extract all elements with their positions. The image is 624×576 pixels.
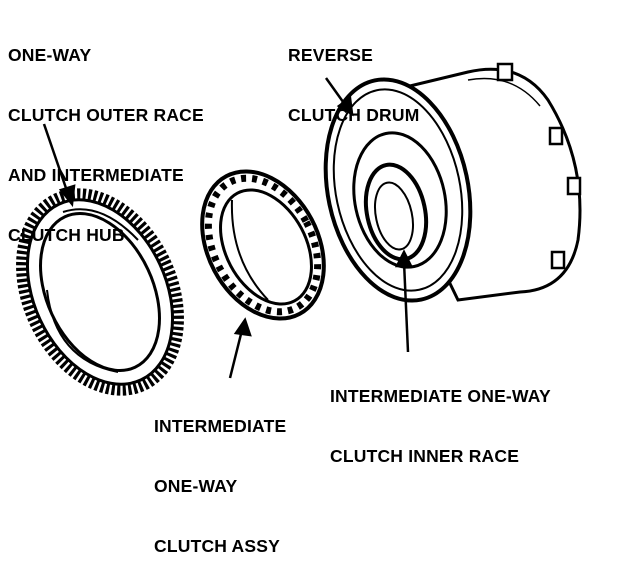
clutch-assy-arrowhead: [233, 317, 252, 337]
outer-race-outer-edge: [25, 198, 175, 386]
drum-spline-tab-3: [566, 176, 582, 196]
label-reverse-clutch-drum: REVERSE CLUTCH DRUM: [288, 5, 420, 145]
drum-spline-tab-4: [550, 250, 566, 270]
label-inner-race: INTERMEDIATE ONE-WAY CLUTCH INNER RACE: [330, 346, 551, 486]
label-line: CLUTCH INNER RACE: [330, 446, 520, 466]
drum-surface-line: [467, 77, 541, 107]
inner-race-leader: [402, 261, 410, 353]
reverse-clutch-drum-part: [323, 62, 582, 303]
outer-race-leader: [42, 123, 70, 195]
one-way-clutch-assy-part: [200, 169, 326, 321]
leader-arrows: [42, 77, 414, 379]
reverse-drum-arrowhead: [336, 95, 354, 117]
clutch-assy-leader: [228, 329, 244, 379]
drum-front-rim: [332, 88, 464, 292]
drum-inner-race-bore: [374, 181, 414, 251]
label-line: ONE-WAY: [154, 476, 238, 496]
label-line: AND INTERMEDIATE: [8, 165, 184, 185]
label-line: REVERSE: [288, 45, 374, 65]
label-line: CLUTCH OUTER RACE: [8, 105, 204, 125]
label-outer-race-hub: ONE-WAY CLUTCH OUTER RACE AND INTERMEDIA…: [8, 5, 204, 265]
drum-spline-tab-2: [548, 126, 564, 146]
clutch-assy-sprag-band: [204, 174, 322, 316]
label-line: CLUTCH HUB: [8, 225, 125, 245]
outer-race-depth-shading: [62, 208, 139, 241]
label-line: INTERMEDIATE ONE-WAY: [330, 386, 551, 406]
exploded-parts-diagram: [16, 62, 582, 396]
outer-race-arrowhead: [58, 184, 76, 208]
outer-race-inner-lip: [46, 289, 119, 373]
label-clutch-assy: INTERMEDIATE ONE-WAY CLUTCH ASSY: [154, 376, 286, 576]
reverse-drum-leader: [324, 77, 348, 107]
label-line: INTERMEDIATE: [154, 416, 287, 436]
outer-race-hub-part: [16, 188, 184, 396]
clutch-assy-inner-edge: [219, 188, 313, 306]
drum-spline-tab-1: [496, 62, 514, 82]
inner-race-arrowhead: [394, 249, 414, 268]
label-line: CLUTCH ASSY: [154, 536, 280, 556]
label-line: ONE-WAY: [8, 45, 92, 65]
outer-race-teeth-ring: [16, 188, 184, 396]
label-line: CLUTCH DRUM: [288, 105, 420, 125]
clutch-assy-inner-shadow: [230, 199, 269, 301]
